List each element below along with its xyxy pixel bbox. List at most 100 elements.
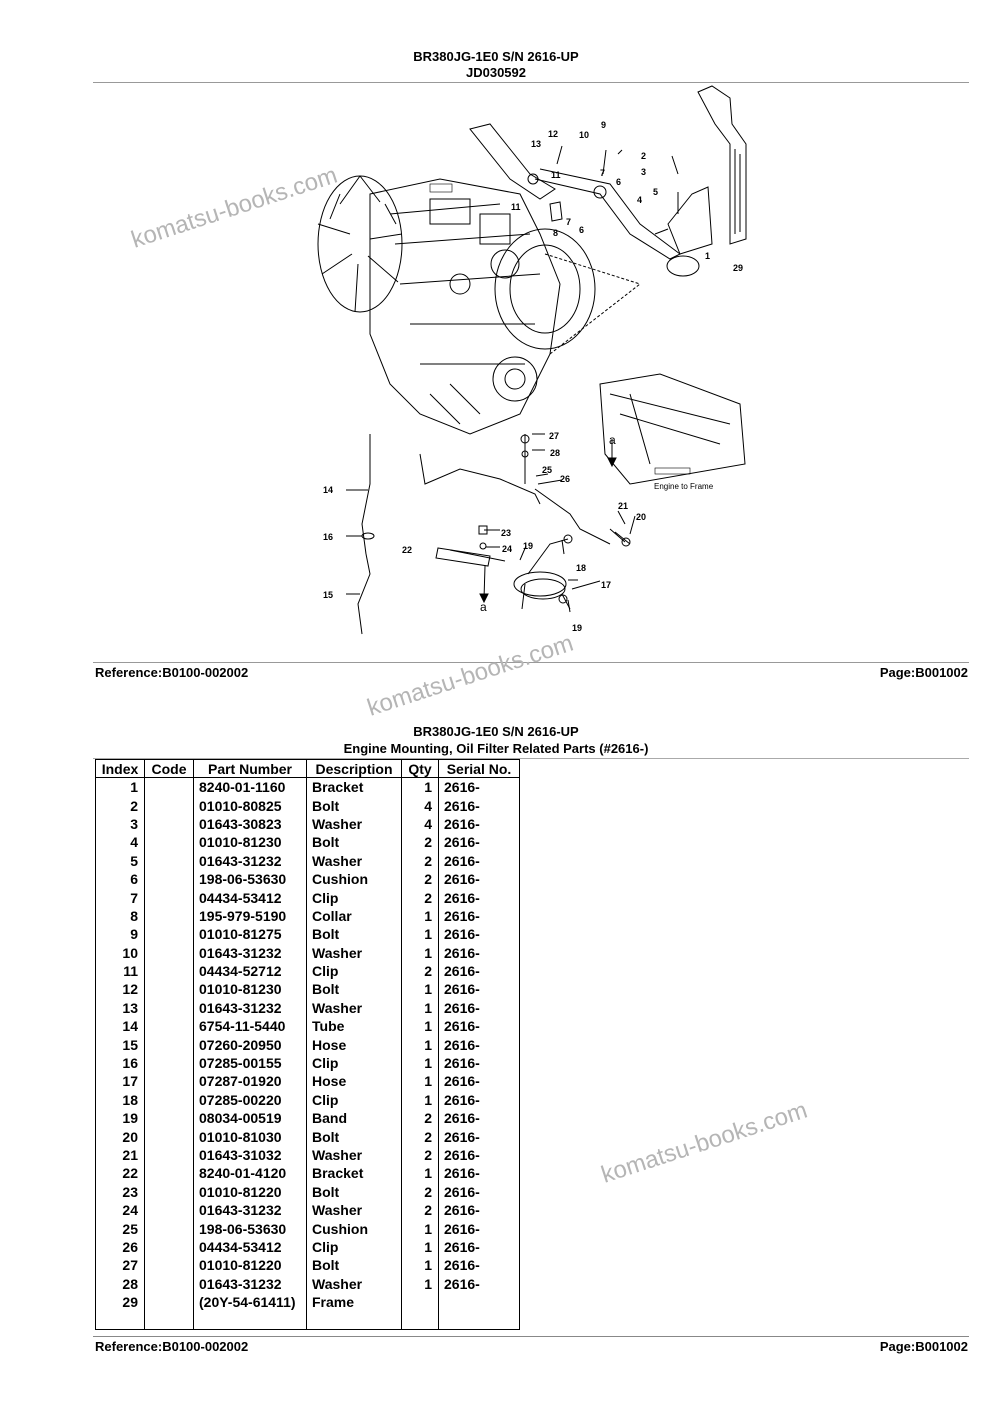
lower-title: BR380JG-1E0 S/N 2616-UP bbox=[413, 724, 579, 739]
row-part-number: 01010-81220 bbox=[193, 1256, 307, 1275]
row-index: 9 bbox=[95, 925, 145, 944]
row-qty: 2 bbox=[401, 1109, 439, 1128]
row-description: Clip bbox=[306, 1053, 402, 1073]
callout-16: 16 bbox=[323, 532, 333, 542]
row-qty: 1 bbox=[401, 1072, 439, 1091]
lower-footer-rule bbox=[93, 1336, 969, 1337]
empty-cell bbox=[144, 1311, 194, 1331]
row-index: 20 bbox=[95, 1127, 145, 1146]
row-description: Bolt bbox=[306, 925, 402, 944]
bracket-22-shape bbox=[435, 547, 491, 567]
row-index: 15 bbox=[95, 1035, 145, 1054]
row-index: 4 bbox=[95, 833, 145, 852]
callout-14: 14 bbox=[323, 485, 333, 495]
callout-10: 10 bbox=[579, 130, 589, 140]
engine-to-frame-note: Engine to Frame bbox=[654, 482, 714, 491]
callout-3: 3 bbox=[641, 167, 646, 177]
row-qty: 1 bbox=[401, 1035, 439, 1054]
callout-23: 23 bbox=[501, 528, 511, 538]
lower-page-number: Page:B001002 bbox=[879, 1339, 968, 1354]
row-index: 27 bbox=[95, 1256, 145, 1275]
row-part-number: 8240-01-4120 bbox=[193, 1164, 307, 1183]
row-part-number: 198-06-53630 bbox=[193, 869, 307, 889]
row-qty: 1 bbox=[401, 1256, 439, 1275]
table-filler-row bbox=[95, 1311, 520, 1331]
col-code: Code bbox=[144, 759, 194, 778]
row-part-number: (20Y-54-61411) bbox=[193, 1292, 307, 1312]
callout-17: 17 bbox=[601, 580, 611, 590]
upper-drawing-code: JD030592 bbox=[466, 65, 526, 80]
row-description: Washer bbox=[306, 814, 402, 834]
row-part-number: 08034-00519 bbox=[193, 1109, 307, 1128]
row-qty: 2 bbox=[401, 1200, 439, 1220]
row-serial-no: 2616- bbox=[438, 1053, 520, 1073]
row-qty: 1 bbox=[401, 1017, 439, 1036]
tube-14 bbox=[361, 434, 371, 555]
row-code bbox=[144, 1274, 194, 1293]
row-part-number: 07260-20950 bbox=[193, 1035, 307, 1054]
bracket-1-shape bbox=[667, 186, 713, 255]
callout-11a: 11 bbox=[551, 170, 561, 180]
row-qty: 1 bbox=[401, 1164, 439, 1183]
lower-reference: Reference:B0100-002002 bbox=[95, 1339, 249, 1354]
row-serial-no: 2616- bbox=[438, 1090, 520, 1110]
row-index: 24 bbox=[95, 1200, 145, 1220]
row-qty: 2 bbox=[401, 1145, 439, 1165]
empty-cell bbox=[438, 1311, 520, 1331]
row-index: 5 bbox=[95, 851, 145, 870]
callout-19a: 19 bbox=[523, 541, 533, 551]
row-description: Band bbox=[306, 1109, 402, 1128]
row-index: 16 bbox=[95, 1053, 145, 1073]
row-serial-no: 2616- bbox=[438, 980, 520, 999]
row-code bbox=[144, 869, 194, 889]
row-serial-no: 2616- bbox=[438, 925, 520, 944]
upper-page-number: Page:B001002 bbox=[879, 665, 968, 680]
row-code bbox=[144, 961, 194, 981]
row-part-number: 01643-31232 bbox=[193, 851, 307, 870]
row-code bbox=[144, 943, 194, 962]
row-serial-no: 2616- bbox=[438, 1017, 520, 1036]
row-code bbox=[144, 1127, 194, 1146]
row-qty bbox=[401, 1292, 439, 1312]
upper-title: BR380JG-1E0 S/N 2616-UP bbox=[413, 49, 579, 64]
row-qty: 2 bbox=[401, 833, 439, 852]
row-part-number: 01643-31032 bbox=[193, 1145, 307, 1165]
callout-27: 27 bbox=[549, 431, 559, 441]
upper-mounting bbox=[469, 123, 681, 260]
row-serial-no: 2616- bbox=[438, 1200, 520, 1220]
callout-7a: 7 bbox=[600, 168, 605, 178]
row-index: 11 bbox=[95, 961, 145, 981]
row-code bbox=[144, 1237, 194, 1257]
row-code bbox=[144, 851, 194, 870]
row-description: Tube bbox=[306, 1017, 402, 1036]
row-serial-no: 2616- bbox=[438, 851, 520, 870]
row-serial-no: 2616- bbox=[438, 1274, 520, 1293]
row-code bbox=[144, 796, 194, 815]
row-index: 25 bbox=[95, 1219, 145, 1238]
row-serial-no: 2616- bbox=[438, 777, 520, 797]
row-serial-no: 2616- bbox=[438, 833, 520, 852]
row-qty: 1 bbox=[401, 1237, 439, 1257]
row-part-number: 01010-81230 bbox=[193, 980, 307, 999]
callout-6b: 6 bbox=[579, 225, 584, 235]
row-part-number: 04434-53412 bbox=[193, 888, 307, 907]
row-description: Bolt bbox=[306, 1256, 402, 1275]
row-description: Clip bbox=[306, 1237, 402, 1257]
row-code bbox=[144, 1145, 194, 1165]
row-description: Bolt bbox=[306, 796, 402, 815]
row-index: 7 bbox=[95, 888, 145, 907]
row-index: 13 bbox=[95, 998, 145, 1018]
row-qty: 2 bbox=[401, 869, 439, 889]
callout-12: 12 bbox=[548, 129, 558, 139]
row-qty: 1 bbox=[401, 1219, 439, 1238]
row-qty: 4 bbox=[401, 814, 439, 834]
